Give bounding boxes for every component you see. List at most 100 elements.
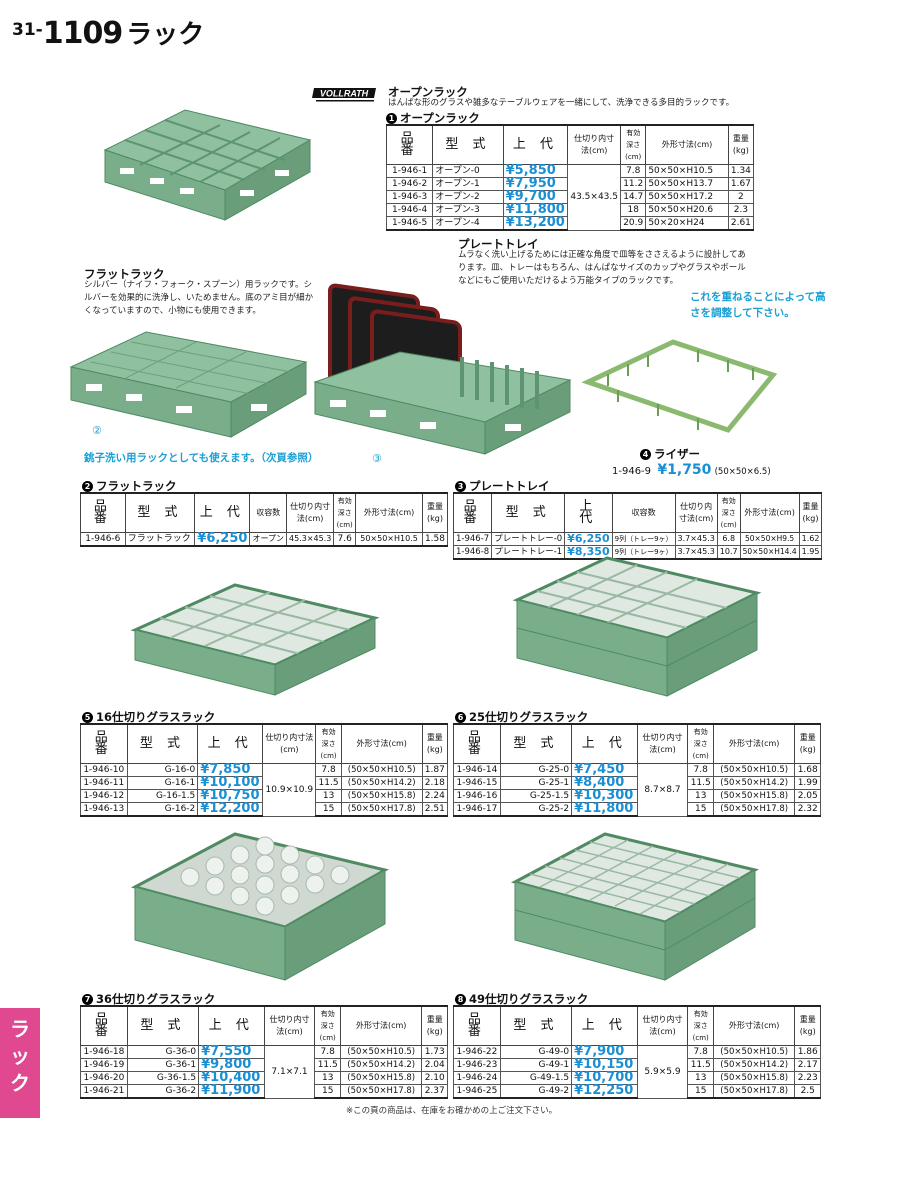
col-header: 外形寸法(cm) — [645, 124, 729, 165]
table-cell: 50×50×H10.5 — [355, 532, 423, 547]
table-cell: 1.86 — [794, 1045, 821, 1059]
table-cell: 2.05 — [794, 789, 821, 803]
table-cell: 1-946-3 — [385, 190, 434, 204]
section-badge: 6 — [455, 712, 466, 723]
riser-code: 1-946-9 — [612, 466, 652, 477]
table-cell: 6.8 — [716, 532, 741, 546]
page-number: 1109 — [42, 16, 123, 51]
section-badge: 2 — [82, 481, 93, 492]
flat-rack-table: 品 番 型 式 上 代 収容数 仕切り内寸法(cm) 有効深さ(cm) 外形寸法… — [80, 492, 449, 547]
open-rack-heading: オープンラック — [388, 85, 468, 99]
table-cell: 1-946-7 — [452, 532, 493, 546]
brand-name: VOLLRATH — [320, 89, 369, 99]
table-cell: 43.5×43.5 — [567, 164, 622, 231]
rack16-table: 品 番 型 式 上 代 仕切り内寸法(cm) 有効深さ(cm) 外形寸法(cm)… — [80, 723, 449, 817]
table-cell: 1-946-13 — [80, 802, 128, 817]
table-cell: (50×50×H15.8) — [339, 1071, 423, 1085]
table-cell: ¥11,900 — [198, 1084, 265, 1099]
text: 品 番 型 式 上 代 収容数 仕切り内寸法(cm) 有効深さ(cm) 外形寸法… — [452, 492, 823, 533]
table-cell: G-49-2 — [499, 1084, 573, 1099]
table-cell: 50×20×H24 — [645, 216, 729, 231]
table-cell: オープン-1 — [432, 177, 504, 191]
text: 16仕切りグラスラック — [96, 710, 216, 724]
col-header: 仕切り内寸法(cm) — [567, 124, 622, 165]
table-cell: 1.58 — [421, 532, 449, 547]
text: 品 番 型 式 上 代 仕切り内寸法(cm) 有効深さ(cm) 外形寸法(cm)… — [80, 1005, 448, 1046]
table-cell: (50×50×H17.8) — [712, 802, 796, 817]
col-header: 品 番 — [453, 723, 501, 764]
table-cell: (50×50×H10.5) — [339, 1045, 423, 1059]
plate-tray-table: 品 番 型 式 上 代 収容数 仕切り内寸法(cm) 有効深さ(cm) 外形寸法… — [452, 492, 823, 560]
text: 品 番 型 式 上 代 仕切り内寸法(cm) 有効深さ(cm) 外形寸法(cm)… — [80, 1005, 448, 1046]
table-cell: (50×50×H14.2) — [712, 776, 796, 790]
table-cell: 14.7 — [620, 190, 647, 204]
riser-note: これを重ねることによって高さを調整して下さい。 — [690, 291, 826, 319]
table-cell: 5.9×5.9 — [636, 1045, 689, 1099]
table-cell: 1-946-10 — [80, 763, 128, 777]
table-cell: (50×50×H15.8) — [712, 789, 796, 803]
table-cell: ¥10,100 — [197, 776, 264, 790]
table-cell: 3.7×45.3 — [674, 532, 718, 546]
side-tab-label: ラック — [10, 1017, 30, 1095]
col-header: 仕切り内寸法(cm) — [674, 492, 718, 533]
table-cell: 13 — [315, 789, 342, 803]
open-rack-description: はんぱな形のグラスや雑多なテーブルウェアを一緒にして、洗浄できる多目的ラックです… — [388, 98, 735, 108]
col-header: 収容数 — [611, 492, 676, 533]
section-badge: 3 — [455, 481, 466, 492]
text: 品 番 型 式 上 代 仕切り内寸法(cm) 有効深さ(cm) 外形寸法(cm)… — [80, 723, 449, 764]
table-cell: G-36-1 — [126, 1058, 200, 1072]
plate-tray-heading: プレートトレイ — [458, 237, 539, 251]
table-cell: 2.32 — [794, 802, 821, 817]
table-cell: 1-946-11 — [80, 776, 128, 790]
section-badge: 7 — [82, 994, 93, 1005]
col-header: 外形寸法(cm) — [739, 492, 800, 533]
table-cell: G-49-1.5 — [499, 1071, 573, 1085]
col-header: 上 代 — [198, 1005, 265, 1046]
table-cell: 1-946-4 — [385, 203, 434, 217]
table-cell: G-25-1 — [499, 776, 573, 790]
table-cell: ¥12,200 — [197, 802, 264, 817]
table-cell: 20.9 — [620, 216, 647, 231]
table-cell: 18 — [620, 203, 647, 217]
table-cell: G-25-1.5 — [499, 789, 573, 803]
table-cell: G-49-0 — [499, 1045, 573, 1059]
col-header: 有効深さ(cm) — [716, 492, 741, 533]
col-header: 外形寸法(cm) — [339, 1005, 423, 1046]
table-cell: (50×50×H17.8) — [339, 1084, 423, 1099]
table-cell: (50×50×H14.2) — [712, 1058, 796, 1072]
table-cell: 1.95 — [798, 545, 823, 560]
col-header: 外形寸法(cm) — [712, 1005, 796, 1046]
col-header: 重量(kg) — [794, 723, 821, 764]
table-cell: 2 — [727, 190, 755, 204]
table-cell: (50×50×H17.8) — [712, 1084, 796, 1099]
table-cell: 1-946-8 — [452, 545, 493, 560]
category-side-tab[interactable]: ラック — [0, 1008, 40, 1118]
table-cell: G-25-2 — [499, 802, 573, 817]
page-prefix: 31- — [12, 20, 43, 40]
text: プレートトレイ — [469, 479, 550, 493]
table-cell: 11.5 — [687, 1058, 714, 1072]
table-cell: (50×50×H14.2) — [339, 1058, 423, 1072]
text: 49仕切りグラスラック — [469, 992, 589, 1006]
table-cell: 1-946-15 — [453, 776, 501, 790]
table-cell: 1-946-17 — [453, 802, 501, 817]
col-header: 重量(kg) — [421, 492, 449, 533]
table-cell: 1-946-23 — [453, 1058, 501, 1072]
col-header: 型 式 — [124, 492, 196, 533]
text: 品 番 型 式 上 代 仕切り内寸法(cm) 有効深さ(cm) 外形寸法(cm)… — [80, 723, 449, 764]
plate-tray-photo — [313, 283, 572, 455]
table-cell: 1-946-25 — [453, 1084, 501, 1099]
table-cell: G-25-0 — [499, 763, 573, 777]
table-cell: 2.23 — [794, 1071, 821, 1085]
col-header: 重量(kg) — [421, 1005, 448, 1046]
